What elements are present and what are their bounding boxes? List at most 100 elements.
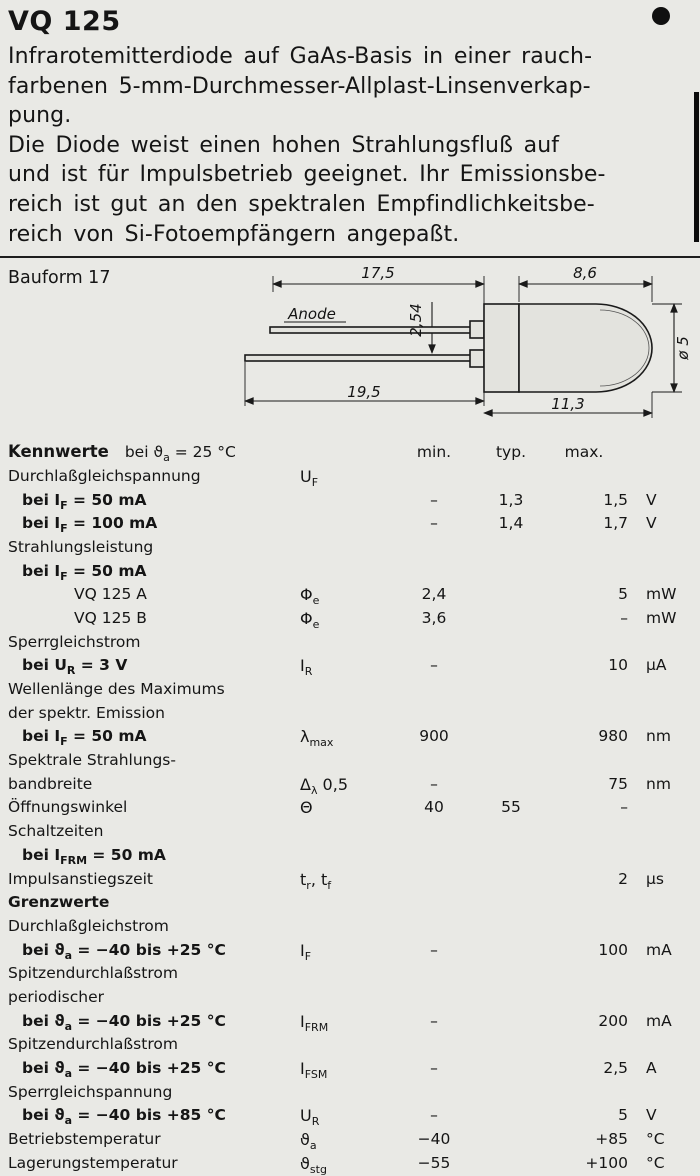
led-flange — [483, 303, 520, 393]
row-max: 1,7 — [603, 514, 628, 533]
table-row: bei IFRM = 50 mA — [8, 841, 692, 866]
cathode-lead-tab — [469, 349, 485, 368]
row-symbol: Φe — [300, 585, 320, 608]
row-symbol: tr, tf — [300, 869, 332, 892]
dim-lead-free-length: 17,5 — [361, 264, 394, 282]
bauform-label: Bauform 17 — [8, 268, 111, 289]
row-label: bei IF = 50 mA — [22, 561, 147, 583]
description-line: pung. — [8, 103, 72, 129]
row-symbol: λmax — [300, 727, 334, 750]
intro-section: VQ 125 Infrarotemitterdiode auf GaAs-Bas… — [0, 0, 700, 249]
description-line: reich ist gut an den spektralen Empfindl… — [8, 191, 595, 217]
description-line: und ist für Impulsbetrieb geeignet. Ihr … — [8, 162, 606, 188]
table-row: Impulsanstiegszeit tr, tf 2 µs — [8, 865, 692, 892]
package-drawing: 17,5 8,6 Anode 2,54 19,5 11,3 ø 5 — [244, 264, 692, 419]
row-typ: 1,4 — [498, 514, 524, 533]
row-label: Spitzendurchlaßstrom — [8, 964, 178, 983]
dim-body-length: 11,3 — [551, 395, 584, 413]
row-typ: 55 — [501, 798, 521, 817]
temperature-condition: bei ϑa = 25 °C — [125, 443, 236, 463]
row-max: 75 — [608, 774, 628, 793]
table-row: Durchlaßgleichstrom — [8, 912, 692, 936]
row-label: Spektrale Strahlungs- — [8, 751, 176, 770]
row-label: bei UR = 3 V — [22, 656, 128, 678]
table-row: Strahlungsleistung — [8, 533, 692, 557]
section-divider — [0, 256, 700, 259]
led-dome — [518, 303, 653, 393]
row-unit: V — [646, 514, 657, 533]
dome-inner-contour — [599, 309, 650, 387]
row-label: bei ϑa = −40 bis +25 °C — [22, 1011, 226, 1033]
row-symbol: Δλ 0,5 — [300, 774, 348, 797]
row-max: – — [620, 608, 628, 627]
row-min: – — [430, 774, 438, 793]
table-row: bei IF = 50 mA — [8, 557, 692, 583]
row-max: +100 — [585, 1153, 628, 1172]
row-max: 2 — [618, 869, 628, 888]
row-min: – — [430, 656, 438, 675]
row-symbol: Φe — [300, 608, 320, 632]
row-min: 2,4 — [421, 585, 447, 604]
row-label: Grenzwerte — [8, 893, 110, 912]
row-unit: nm — [646, 774, 671, 793]
row-label: bei IF = 50 mA — [22, 490, 147, 512]
row-max: 200 — [598, 1011, 628, 1030]
table-row: der spektr. Emission — [8, 699, 692, 723]
row-label: Sperrgleichspannung — [8, 1082, 173, 1101]
row-min: −55 — [417, 1153, 451, 1172]
description-line: farbenen 5-mm-Durchmesser-Allplast-Linse… — [8, 73, 591, 99]
row-symbol: IR — [300, 656, 313, 679]
row-unit: V — [646, 1106, 657, 1125]
row-typ: 1,3 — [498, 490, 524, 509]
row-max: 1,5 — [603, 490, 628, 509]
anode-label: Anode — [287, 305, 336, 323]
package-drawing-section: Bauform 17 — [0, 258, 700, 430]
page-title: VQ 125 — [8, 6, 121, 37]
row-label: Wellenlänge des Maximums — [8, 680, 225, 699]
col-header-typ: typ. — [495, 443, 527, 462]
row-unit: µA — [646, 656, 667, 675]
row-symbol: Θ — [300, 798, 313, 818]
description-line: Die Diode weist einen hohen Strahlungsfl… — [8, 132, 560, 158]
dim-dome-length: 8,6 — [573, 264, 597, 282]
table-row: Grenzwerte — [8, 889, 692, 913]
description-line: reich von Si-Fotoempfängern angepaßt. — [8, 221, 460, 247]
row-label: Öffnungswinkel — [8, 798, 128, 817]
row-label: Spitzendurchlaßstrom — [8, 1035, 178, 1054]
row-label: Sperrgleichstrom — [8, 632, 141, 651]
row-label: bei IF = 100 mA — [22, 514, 158, 536]
row-symbol: IFRM — [300, 1011, 329, 1034]
dim-lead-pitch: 2,54 — [407, 303, 425, 336]
row-label: Durchlaßgleichspannung — [8, 466, 201, 485]
row-label: Durchlaßgleichstrom — [8, 916, 169, 935]
row-label: Betriebstemperatur — [8, 1130, 161, 1149]
row-unit: mA — [646, 940, 672, 959]
row-label: Impulsanstiegszeit — [8, 869, 154, 888]
punch-hole-mark — [652, 7, 670, 25]
row-min: – — [430, 1059, 438, 1078]
row-min: 3,6 — [421, 608, 447, 627]
row-unit: µs — [646, 869, 664, 888]
table-row: periodischer — [8, 983, 692, 1007]
row-max: 5 — [618, 585, 628, 604]
dim-diameter: ø 5 — [674, 336, 692, 361]
row-label: Strahlungsleistung — [8, 537, 154, 556]
kennwerte-label: Kennwerte — [8, 442, 109, 462]
row-min: – — [430, 1106, 438, 1125]
row-unit: mA — [646, 1011, 672, 1030]
row-unit: A — [646, 1059, 657, 1078]
row-unit: nm — [646, 727, 671, 746]
row-label: der spektr. Emission — [8, 703, 165, 722]
